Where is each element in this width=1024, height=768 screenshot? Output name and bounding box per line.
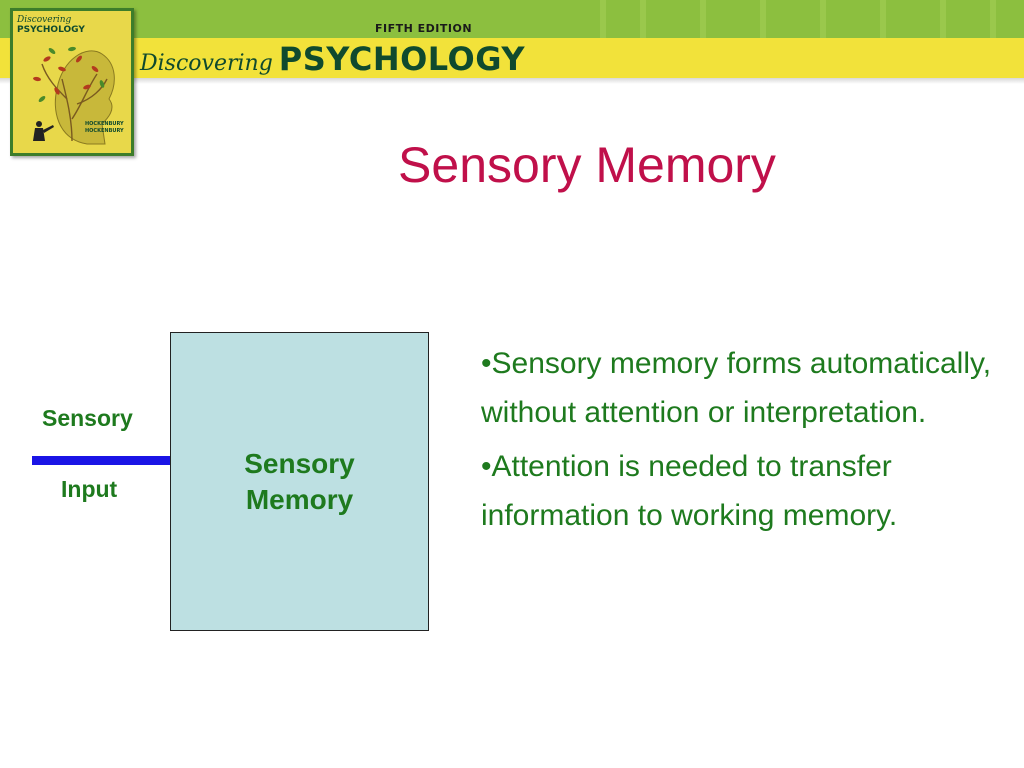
slide-title: Sensory Memory [398, 137, 776, 193]
cover-title: Discovering PSYCHOLOGY [17, 15, 129, 35]
header-banner-green [0, 0, 1024, 38]
sensory-memory-box-label: Sensory Memory [170, 446, 429, 518]
header-banner-yellow [0, 38, 1024, 78]
cover-authors: HOCKENBURY HOCKENBURY [85, 121, 129, 135]
book-cover-image: Discovering PSYCHOLOGY [10, 8, 134, 156]
brand-psychology: PSYCHOLOGY [278, 40, 525, 78]
bullet-item: •Attention is needed to transfer informa… [481, 450, 898, 532]
sensory-input-label-line1: Sensory [42, 405, 133, 431]
header-shadow [0, 78, 1024, 84]
cover-author-1: HOCKENBURY [85, 121, 124, 127]
cover-author-2: HOCKENBURY [85, 128, 124, 134]
bullet-list: •Sensory memory forms automatically, wit… [481, 340, 1001, 546]
edition-label: FIFTH EDITION [375, 22, 473, 35]
sensory-memory-box [170, 332, 429, 631]
bullet-item: •Sensory memory forms automatically, wit… [481, 347, 992, 429]
brand-discovering: Discovering [140, 51, 273, 76]
box-label-line2: Memory [245, 484, 354, 515]
box-label-line1: Sensory [244, 448, 355, 479]
tree-head-illustration-icon [33, 46, 115, 145]
cover-title-small: Discovering [17, 15, 72, 25]
cover-title-big: PSYCHOLOGY [17, 25, 85, 35]
sensory-input-label-line2: Input [61, 476, 118, 502]
brand-logo: Discovering PSYCHOLOGY [140, 40, 525, 78]
